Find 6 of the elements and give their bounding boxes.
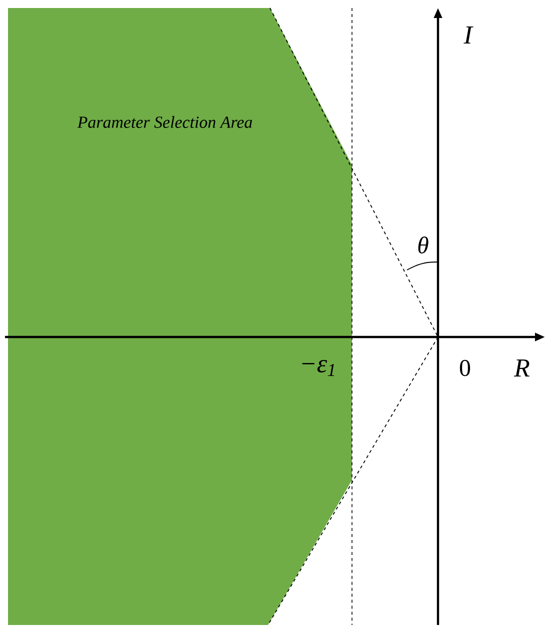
- axis-label: θ: [418, 236, 428, 254]
- axis-label: R: [514, 360, 530, 376]
- axis-label: −ε$_{1}$: [302, 360, 334, 376]
- axis-label: Parameter Selection Area: [77, 116, 252, 128]
- axis-label: I: [464, 26, 474, 44]
- axis-label: 0: [460, 360, 470, 376]
